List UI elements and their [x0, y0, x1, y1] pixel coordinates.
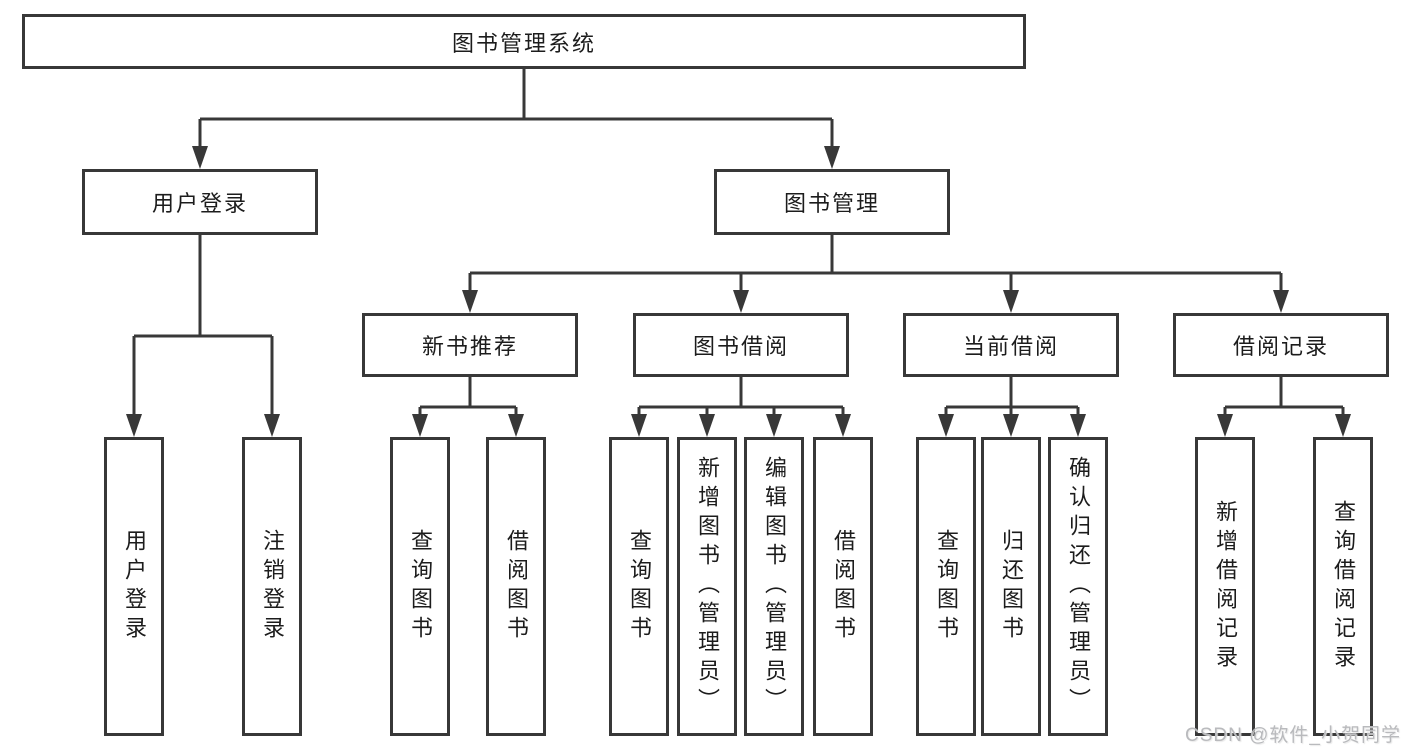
- connector-borrow-records-branch: [1223, 377, 1345, 420]
- leaf-edit-book-admin: 编辑图书（管理员）: [744, 437, 804, 736]
- node-label: 新增借阅记录: [1213, 499, 1238, 674]
- arrowhead: [1217, 414, 1233, 437]
- node-book-management: 图书管理: [714, 169, 950, 235]
- leaf-borrow-book: 借阅图书: [813, 437, 873, 736]
- node-label: 查询图书: [934, 528, 959, 645]
- node-label: 查询借阅记录: [1331, 499, 1356, 674]
- arrowhead: [766, 414, 782, 437]
- node-label: 借阅图书: [831, 528, 856, 645]
- leaf-user-login: 用户登录: [104, 437, 164, 736]
- node-new-book-recommend: 新书推荐: [362, 313, 578, 377]
- leaf-logout: 注销登录: [242, 437, 302, 736]
- arrowhead: [824, 146, 840, 169]
- leaf-query-borrow-record: 查询借阅记录: [1313, 437, 1373, 736]
- node-borrow-records: 借阅记录: [1173, 313, 1389, 377]
- arrowhead: [508, 414, 524, 437]
- node-label: 确认归还（管理员）: [1066, 456, 1091, 717]
- node-label: 注销登录: [260, 528, 285, 645]
- leaf-add-book-admin: 新增图书（管理员）: [677, 437, 737, 736]
- leaf-add-borrow-record: 新增借阅记录: [1195, 437, 1255, 736]
- connector-root-to-level2: [198, 69, 834, 150]
- connector-new-book-recommend-branch: [418, 377, 518, 420]
- arrowhead: [412, 414, 428, 437]
- node-label: 图书管理系统: [451, 30, 596, 56]
- arrowhead: [699, 414, 715, 437]
- connector-user-login-branch: [132, 235, 274, 420]
- arrowhead: [1003, 290, 1019, 313]
- node-label: 查询图书: [627, 528, 652, 645]
- node-user-login: 用户登录: [82, 169, 318, 235]
- leaf-borrow-book-recommend: 借阅图书: [486, 437, 546, 736]
- node-library-management-system: 图书管理系统: [22, 14, 1026, 69]
- connector-book-borrow-branch: [637, 377, 845, 420]
- arrowhead: [192, 146, 208, 169]
- node-label: 图书管理: [783, 191, 880, 216]
- node-label: 归还图书: [999, 528, 1024, 645]
- node-label: 图书借阅: [692, 334, 789, 359]
- arrowhead: [938, 414, 954, 437]
- leaf-query-book-borrow: 查询图书: [609, 437, 669, 736]
- node-label: 查询图书: [408, 528, 433, 645]
- node-current-borrow: 当前借阅: [903, 313, 1119, 377]
- leaf-return-book: 归还图书: [981, 437, 1041, 736]
- node-label: 新增图书（管理员）: [695, 456, 720, 717]
- arrowhead: [1335, 414, 1351, 437]
- node-label: 借阅图书: [504, 528, 529, 645]
- leaf-query-book-current: 查询图书: [916, 437, 976, 736]
- leaf-confirm-return-admin: 确认归还（管理员）: [1048, 437, 1108, 736]
- arrowhead: [462, 290, 478, 313]
- arrowhead: [733, 290, 749, 313]
- arrowhead: [126, 414, 142, 437]
- arrowhead: [631, 414, 647, 437]
- connector-current-borrow-branch: [944, 377, 1080, 420]
- node-label: 借阅记录: [1232, 334, 1329, 359]
- watermark: CSDN @软件_小贺同学: [1185, 725, 1401, 746]
- node-label: 编辑图书（管理员）: [762, 456, 787, 717]
- arrowhead: [1003, 414, 1019, 437]
- node-label: 用户登录: [122, 528, 147, 645]
- connector-book-management-branch: [468, 235, 1283, 294]
- arrowhead: [1070, 414, 1086, 437]
- arrowhead: [264, 414, 280, 437]
- node-label: 当前借阅: [962, 334, 1059, 359]
- arrowhead: [835, 414, 851, 437]
- node-label: 新书推荐: [421, 334, 518, 359]
- leaf-query-book-recommend: 查询图书: [390, 437, 450, 736]
- node-label: 用户登录: [151, 191, 248, 216]
- arrowhead: [1273, 290, 1289, 313]
- node-book-borrow: 图书借阅: [633, 313, 849, 377]
